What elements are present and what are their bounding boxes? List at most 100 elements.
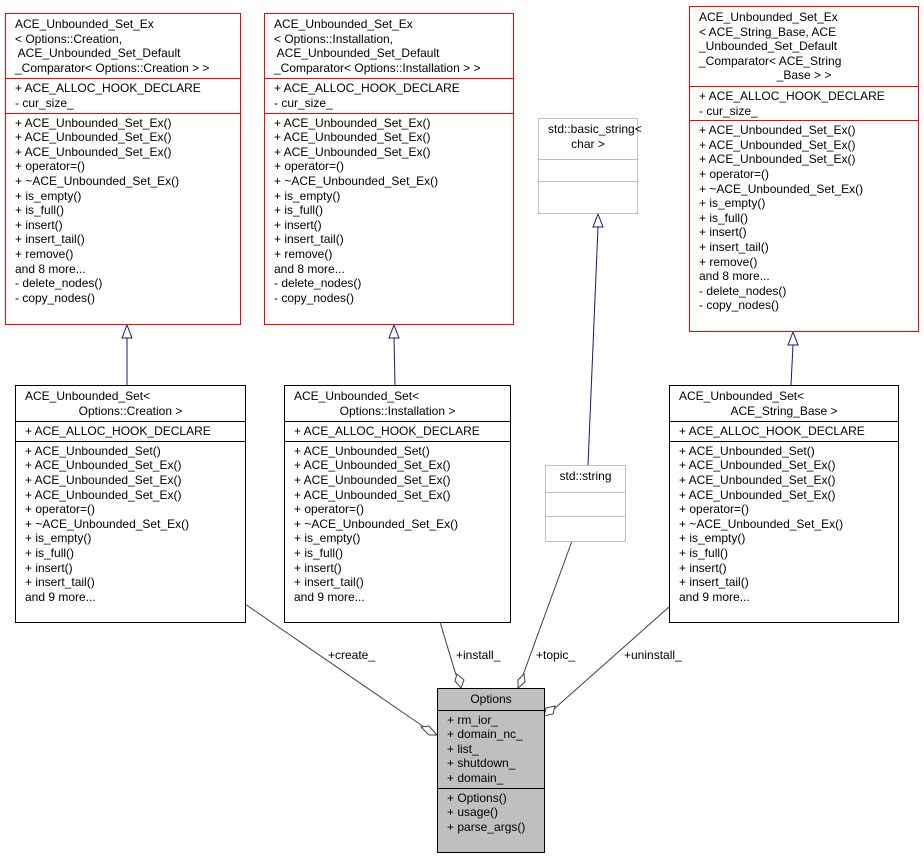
class-method[interactable]: + ACE_Unbounded_Set_Ex()	[294, 487, 451, 502]
class-method[interactable]: and 8 more...	[15, 261, 86, 276]
class-method[interactable]: + ACE_Unbounded_Set_Ex()	[294, 458, 451, 473]
class-node-unbounded-set-installation[interactable]: ACE_Unbounded_Set<Options::Installation …	[284, 385, 511, 623]
class-method[interactable]: + insert()	[15, 217, 63, 232]
class-method[interactable]: + ACE_Unbounded_Set_Ex()	[15, 144, 172, 159]
class-method[interactable]: + is_full()	[679, 545, 729, 560]
class-node-options[interactable]: Options + rm_ior_+ domain_nc_+ list_+ sh…	[437, 688, 545, 853]
class-name-line: < Options::Creation,	[15, 31, 123, 46]
class-node-std-string[interactable]: std::string	[545, 465, 626, 542]
class-method[interactable]: + insert()	[294, 560, 342, 575]
class-node-unbounded-set-ex-installation[interactable]: ACE_Unbounded_Set_Ex< Options::Installat…	[264, 13, 514, 325]
class-method[interactable]: + insert()	[679, 560, 727, 575]
class-method[interactable]: + ~ACE_Unbounded_Set_Ex()	[274, 173, 439, 188]
class-method[interactable]: + insert_tail()	[699, 239, 769, 254]
class-attribute[interactable]: + list_	[447, 741, 479, 756]
class-method[interactable]: + ACE_Unbounded_Set()	[679, 443, 815, 458]
class-method[interactable]: + ACE_Unbounded_Set_Ex()	[15, 130, 172, 145]
class-method[interactable]: + is_empty()	[679, 531, 746, 546]
class-method[interactable]: + ACE_Unbounded_Set()	[25, 443, 161, 458]
class-attribute[interactable]: + rm_ior_	[447, 712, 499, 727]
class-method[interactable]: and 8 more...	[699, 269, 770, 284]
class-method[interactable]: + ACE_Unbounded_Set_Ex()	[699, 137, 856, 152]
class-method[interactable]: - delete_nodes()	[274, 276, 362, 291]
class-method[interactable]: + ~ACE_Unbounded_Set_Ex()	[679, 516, 844, 531]
class-method[interactable]: and 9 more...	[294, 589, 365, 604]
class-node-unbounded-set-creation[interactable]: ACE_Unbounded_Set<Options::Creation > + …	[15, 385, 246, 623]
class-name-line: Options	[470, 692, 512, 706]
class-method[interactable]: + operator=()	[679, 502, 750, 517]
class-attribute[interactable]: - cur_size_	[15, 95, 74, 110]
class-method[interactable]: and 9 more...	[25, 589, 96, 604]
class-method[interactable]: + is_full()	[274, 203, 324, 218]
class-method[interactable]: + is_empty()	[294, 531, 361, 546]
class-method[interactable]: + ACE_Unbounded_Set_Ex()	[274, 115, 431, 130]
class-method[interactable]: + ACE_Unbounded_Set()	[294, 443, 430, 458]
class-method[interactable]: + is_full()	[15, 203, 65, 218]
class-method[interactable]: + is_full()	[699, 210, 749, 225]
class-method[interactable]: + usage()	[447, 805, 499, 820]
class-node-unbounded-set-ex-string-base[interactable]: ACE_Unbounded_Set_Ex< ACE_String_Base, A…	[689, 6, 919, 332]
class-attribute[interactable]: + ACE_ALLOC_HOOK_DECLARE	[274, 81, 460, 96]
class-method[interactable]: + ACE_Unbounded_Set_Ex()	[25, 487, 182, 502]
class-node-unbounded-set-string-base[interactable]: ACE_Unbounded_Set<ACE_String_Base > + AC…	[669, 385, 899, 623]
class-method[interactable]: + ACE_Unbounded_Set_Ex()	[25, 458, 182, 473]
class-method[interactable]: + remove()	[699, 254, 758, 269]
class-method[interactable]: + operator=()	[15, 159, 86, 174]
class-method[interactable]: - delete_nodes()	[699, 283, 787, 298]
class-attribute[interactable]: - cur_size_	[699, 103, 758, 118]
class-node-basic-string[interactable]: std::basic_string<char >	[538, 118, 642, 214]
class-method[interactable]: + ACE_Unbounded_Set_Ex()	[294, 472, 451, 487]
class-attribute[interactable]: - cur_size_	[274, 95, 333, 110]
class-attribute[interactable]: + ACE_ALLOC_HOOK_DECLARE	[679, 424, 865, 439]
class-method[interactable]: + ACE_Unbounded_Set_Ex()	[699, 152, 856, 167]
class-method[interactable]: - copy_nodes()	[699, 298, 780, 313]
class-attribute[interactable]: + shutdown_	[447, 756, 516, 771]
class-method[interactable]: + ACE_Unbounded_Set_Ex()	[679, 487, 836, 502]
class-method[interactable]: + insert()	[25, 560, 73, 575]
class-method[interactable]: + is_empty()	[274, 188, 341, 203]
class-method[interactable]: + insert_tail()	[274, 232, 344, 247]
class-method[interactable]: + is_full()	[25, 545, 75, 560]
class-method[interactable]: + ACE_Unbounded_Set_Ex()	[25, 472, 182, 487]
class-method[interactable]: - copy_nodes()	[274, 290, 355, 305]
class-method[interactable]: + insert_tail()	[15, 232, 85, 247]
class-method[interactable]: + insert_tail()	[294, 575, 364, 590]
class-method[interactable]: - delete_nodes()	[15, 276, 103, 291]
class-method[interactable]: + ACE_Unbounded_Set_Ex()	[274, 144, 431, 159]
class-method[interactable]: + insert()	[274, 217, 322, 232]
class-method[interactable]: + remove()	[274, 246, 333, 261]
class-method[interactable]: + insert_tail()	[25, 575, 95, 590]
class-method[interactable]: + operator=()	[25, 502, 96, 517]
class-method[interactable]: + operator=()	[699, 166, 770, 181]
class-method[interactable]: + is_empty()	[25, 531, 92, 546]
class-attribute[interactable]: + ACE_ALLOC_HOOK_DECLARE	[294, 424, 480, 439]
class-method[interactable]: - copy_nodes()	[15, 290, 96, 305]
class-method[interactable]: + is_empty()	[699, 196, 766, 211]
class-method[interactable]: + insert_tail()	[679, 575, 749, 590]
class-method[interactable]: + operator=()	[274, 159, 345, 174]
class-method[interactable]: + parse_args()	[447, 819, 526, 834]
class-method[interactable]: + ~ACE_Unbounded_Set_Ex()	[294, 516, 459, 531]
class-method[interactable]: + ACE_Unbounded_Set_Ex()	[679, 458, 836, 473]
class-method[interactable]: and 8 more...	[274, 261, 345, 276]
class-attribute[interactable]: + ACE_ALLOC_HOOK_DECLARE	[25, 424, 211, 439]
class-attribute[interactable]: + ACE_ALLOC_HOOK_DECLARE	[699, 88, 885, 103]
class-method[interactable]: + ACE_Unbounded_Set_Ex()	[699, 123, 856, 138]
class-method[interactable]: + Options()	[447, 790, 507, 805]
class-method[interactable]: + operator=()	[294, 502, 365, 517]
class-method[interactable]: + is_full()	[294, 545, 344, 560]
class-method[interactable]: + ACE_Unbounded_Set_Ex()	[274, 130, 431, 145]
class-method[interactable]: + ~ACE_Unbounded_Set_Ex()	[25, 516, 190, 531]
class-method[interactable]: + ~ACE_Unbounded_Set_Ex()	[699, 181, 864, 196]
class-method[interactable]: + ACE_Unbounded_Set_Ex()	[679, 472, 836, 487]
class-method[interactable]: and 9 more...	[679, 589, 750, 604]
class-attribute[interactable]: + ACE_ALLOC_HOOK_DECLARE	[15, 81, 201, 96]
class-method[interactable]: + remove()	[15, 246, 74, 261]
class-method[interactable]: + insert()	[699, 225, 747, 240]
class-method[interactable]: + ~ACE_Unbounded_Set_Ex()	[15, 173, 180, 188]
class-node-unbounded-set-ex-creation[interactable]: ACE_Unbounded_Set_Ex< Options::Creation,…	[5, 13, 241, 325]
class-attribute[interactable]: + domain_	[447, 770, 504, 785]
class-attribute[interactable]: + domain_nc_	[447, 727, 523, 742]
class-method[interactable]: + ACE_Unbounded_Set_Ex()	[15, 115, 172, 130]
class-method[interactable]: + is_empty()	[15, 188, 82, 203]
